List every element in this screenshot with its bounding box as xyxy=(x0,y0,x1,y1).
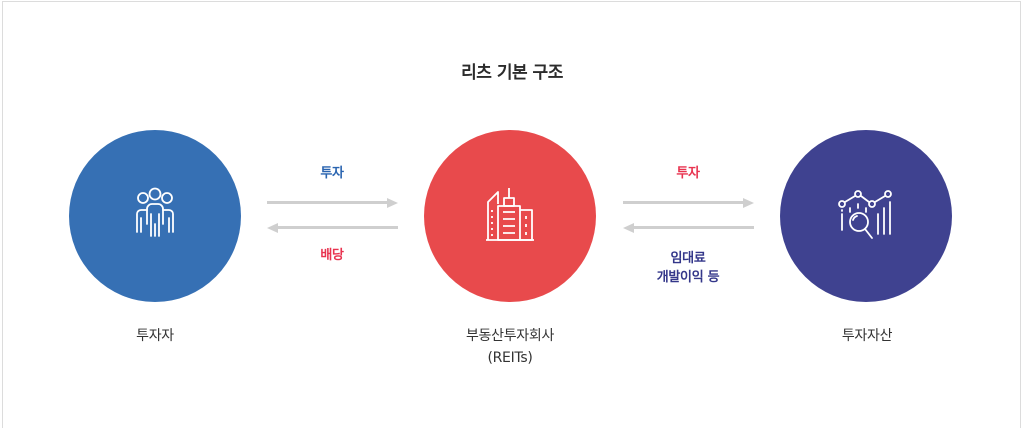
arrow-reits-to-asset xyxy=(623,198,754,208)
asset-label: 투자자산 xyxy=(805,325,929,347)
arrow-investor-to-reits xyxy=(267,198,398,208)
flow-label-investment-to-asset: 투자 xyxy=(676,166,700,181)
reits-label: 부동산투자회사 (REITs) xyxy=(430,325,590,369)
reits-label-subline: (REITs) xyxy=(487,350,533,366)
arrow-asset-to-reits xyxy=(623,223,754,233)
reits-label-line: 부동산투자회사 xyxy=(465,328,555,344)
asset-label-line: 투자자산 xyxy=(841,328,893,344)
arrowhead-left-icon xyxy=(623,223,634,233)
investor-label-line: 투자자 xyxy=(136,328,174,344)
people-group-icon xyxy=(136,187,174,237)
arrowhead-right-icon xyxy=(743,198,754,208)
arrow-reits-to-investor xyxy=(267,223,398,233)
flow-label-rental-income: 임대료 개발이익 등 xyxy=(628,249,748,287)
buildings-icon xyxy=(486,188,534,241)
flow-label-dividend: 배당 xyxy=(320,248,344,263)
diagram-title: 리츠 기본 구조 xyxy=(461,63,563,83)
chart-magnifier-icon xyxy=(838,190,892,239)
investor-node xyxy=(69,130,241,302)
arrowhead-left-icon xyxy=(267,223,278,233)
flow-label-line: 임대료 xyxy=(670,251,706,266)
asset-node xyxy=(780,130,952,302)
flow-label-investment-to-reits: 투자 xyxy=(320,166,344,181)
investor-label: 투자자 xyxy=(95,325,215,347)
arrowhead-right-icon xyxy=(387,198,398,208)
reits-node xyxy=(424,130,596,302)
flow-label-line: 개발이익 등 xyxy=(656,270,720,285)
